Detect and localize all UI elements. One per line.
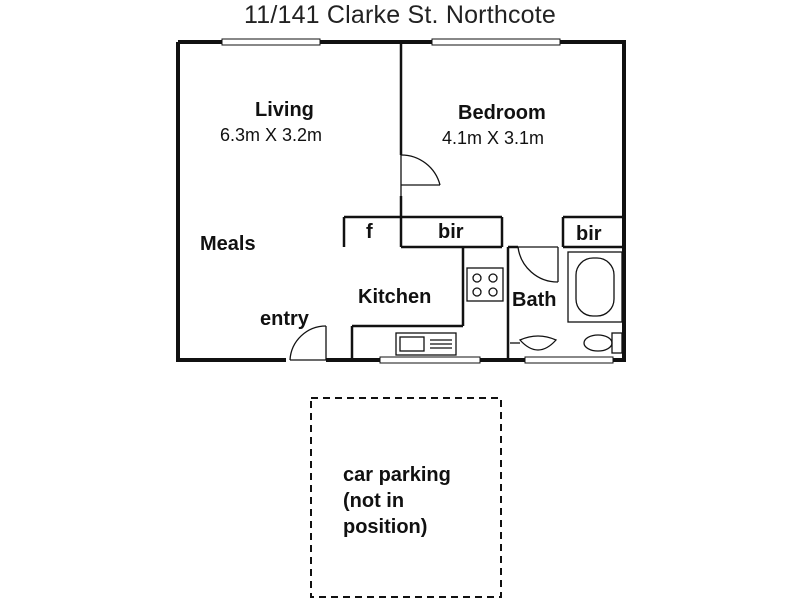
bedroom-label: Bedroom	[458, 102, 546, 124]
window-bedroom	[431, 38, 561, 46]
fridge-label: f	[366, 221, 373, 243]
meals-label: Meals	[200, 233, 256, 255]
window-living	[221, 38, 321, 46]
kitchen-sink	[395, 332, 457, 356]
basin	[518, 335, 558, 351]
toilet-cistern	[611, 332, 623, 354]
car-parking-line-3: position)	[343, 516, 428, 538]
car-parking-line-2: (not in	[343, 490, 405, 512]
kitchen-label: Kitchen	[358, 286, 432, 308]
burner-1	[472, 273, 482, 283]
window-kitchen	[379, 356, 481, 364]
sink-bowl	[399, 336, 425, 352]
bir-label-2: bir	[576, 223, 602, 245]
bedroom-door-swing	[400, 154, 441, 186]
burner-2	[488, 273, 498, 283]
interior-walls	[342, 42, 626, 360]
entry-door-swing	[289, 325, 327, 361]
bedroom-dimensions: 4.1m X 3.1m	[442, 128, 545, 148]
bir-label-1: bir	[438, 221, 464, 243]
fixtures	[395, 251, 623, 356]
car-parking-label: car parking (not in position)	[343, 462, 451, 540]
bath-tub	[567, 251, 623, 323]
bath-tub-inner	[575, 257, 615, 317]
burner-3	[472, 287, 482, 297]
window-bath	[524, 356, 614, 364]
bath-door-swing	[517, 246, 559, 283]
cooktop	[466, 267, 504, 302]
living-label: Living	[255, 99, 314, 121]
car-parking-line-1: car parking	[343, 464, 451, 486]
burner-4	[488, 287, 498, 297]
toilet-bowl	[583, 334, 613, 352]
entry-label: entry	[260, 308, 309, 330]
windows	[221, 38, 614, 364]
car-parking-area	[310, 397, 502, 598]
plan-title: 11/141 Clarke St. Northcote	[243, 1, 557, 29]
bath-label: Bath	[512, 289, 557, 311]
doors	[289, 154, 559, 361]
living-dimensions: 6.3m X 3.2m	[220, 125, 323, 145]
